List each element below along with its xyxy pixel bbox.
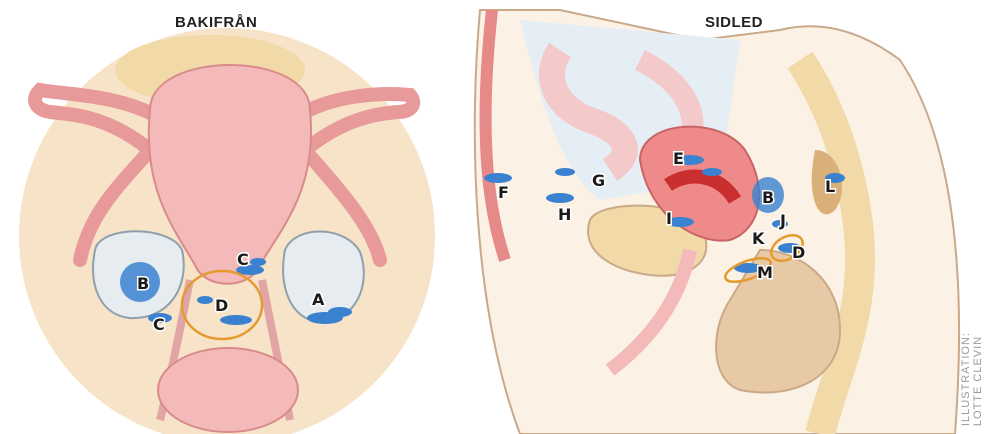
credit-line-1: ILLUSTRATION: [960,332,972,426]
illustration-credit: ILLUSTRATION: LOTTE CLEVIN [960,332,984,426]
label-l-side: L [825,177,835,196]
label-i-side: I [666,209,672,228]
label-k-side: K [752,229,765,248]
label-e-side: E [673,149,684,168]
label-h-side: H [558,205,571,224]
label-m-side: M [757,263,773,282]
label-d-side: D [792,243,805,262]
label-f-side: F [498,183,509,202]
label-g-side: G [592,171,605,190]
label-b-side: B [762,188,774,207]
label-j-side: J [779,211,786,230]
credit-line-2: LOTTE CLEVIN [972,332,984,426]
